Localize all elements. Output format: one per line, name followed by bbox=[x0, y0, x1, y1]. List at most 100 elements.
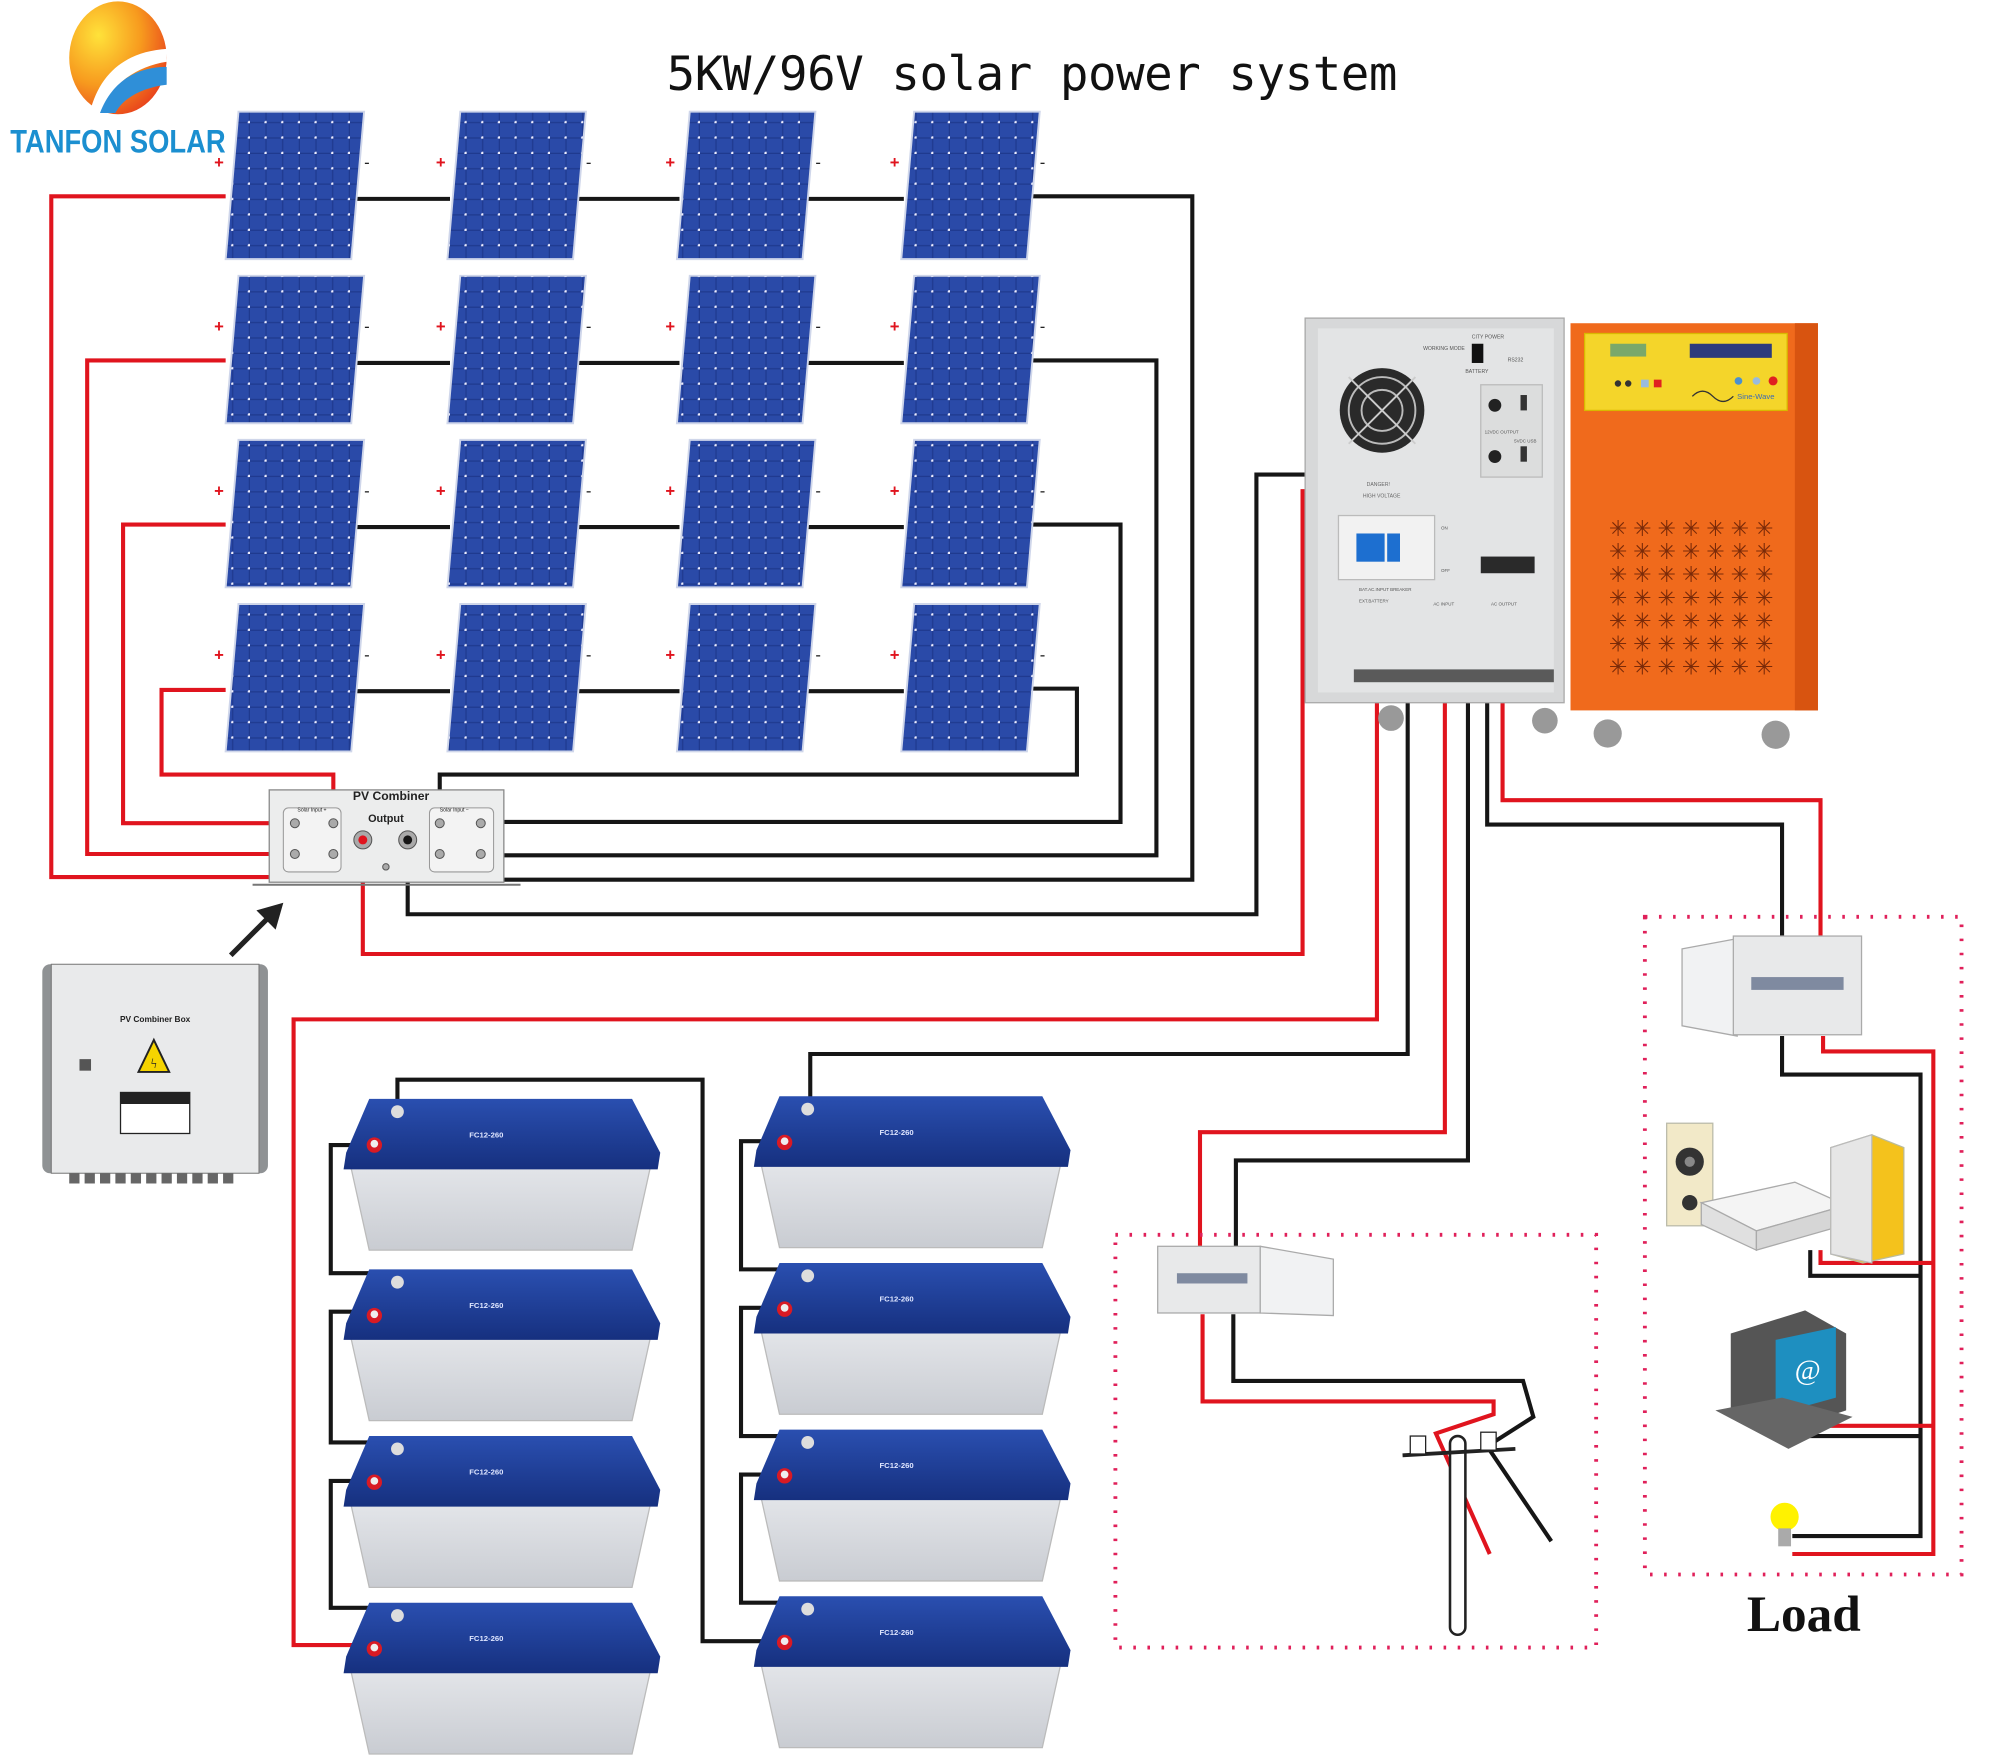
solar-panel: +- bbox=[214, 274, 370, 425]
terminal-post bbox=[370, 1139, 379, 1148]
control-button[interactable] bbox=[1641, 379, 1649, 388]
vent-slot: ✳ bbox=[1706, 609, 1724, 633]
ac-output-label: AC OUTPUT bbox=[1491, 601, 1517, 606]
battery: FC12-260 bbox=[343, 1098, 661, 1251]
battery-lid bbox=[343, 1602, 661, 1674]
battery-case bbox=[349, 1332, 653, 1422]
sine-wave-label: Sine-Wave bbox=[1737, 392, 1774, 401]
negative-terminal-label: - bbox=[586, 481, 592, 500]
wheel-icon bbox=[1593, 719, 1622, 748]
terminal-post bbox=[780, 1470, 789, 1479]
ext-battery-label: EXT.BATTERY bbox=[1359, 599, 1389, 604]
positive-terminal-label: + bbox=[665, 645, 675, 664]
battery-model-label: FC12-260 bbox=[469, 1634, 503, 1643]
vent-slot: ✳ bbox=[1755, 540, 1773, 564]
vent-grid: ✳✳✳✳✳✳✳✳✳✳✳✳✳✳✳✳✳✳✳✳✳✳✳✳✳✳✳✳✳✳✳✳✳✳✳✳✳✳✳✳… bbox=[1609, 517, 1773, 679]
vent-slot: ✳ bbox=[1609, 656, 1627, 680]
solar-panel-cells bbox=[900, 603, 1041, 753]
pv-combiner: PV Combiner Solar Input + Solar Input − … bbox=[252, 789, 521, 886]
battery-model-label: FC12-260 bbox=[879, 1128, 913, 1137]
positive-terminal-label: + bbox=[436, 317, 446, 336]
working-mode-label: WORKING MODE bbox=[1423, 346, 1465, 352]
arrow-icon bbox=[228, 902, 284, 958]
breaker-switch[interactable] bbox=[1356, 533, 1385, 562]
terminal bbox=[434, 818, 445, 829]
battery: FC12-260 bbox=[343, 1436, 661, 1588]
cable-gland bbox=[176, 1173, 188, 1184]
computer-icon: @ bbox=[1715, 1310, 1853, 1449]
solar-panel-cells bbox=[446, 110, 587, 261]
battery-lid bbox=[343, 1436, 661, 1507]
terminal-post bbox=[370, 1310, 379, 1319]
grid-distribution-box bbox=[1157, 1245, 1334, 1317]
terminal bbox=[328, 849, 339, 860]
wheel-icon bbox=[1532, 707, 1558, 734]
battery-case bbox=[759, 1326, 1063, 1415]
battery-lid bbox=[753, 1096, 1071, 1167]
load-audio-wire bbox=[1808, 1250, 1921, 1278]
battery: FC12-260 bbox=[753, 1096, 1071, 1249]
negative-terminal-label: - bbox=[364, 645, 370, 664]
battery-case bbox=[759, 1159, 1063, 1249]
vent-slot: ✳ bbox=[1658, 586, 1676, 610]
solar-panel-cells bbox=[675, 603, 817, 753]
solar-panel: +- bbox=[665, 438, 821, 589]
vent-slot: ✳ bbox=[1609, 517, 1627, 541]
grid-section bbox=[1113, 1232, 1599, 1650]
control-button[interactable] bbox=[1752, 377, 1761, 385]
vent-slot: ✳ bbox=[1658, 632, 1676, 656]
solar-panel: +- bbox=[890, 110, 1045, 261]
power-button[interactable] bbox=[1768, 376, 1778, 386]
positive-terminal-label: + bbox=[890, 481, 900, 500]
load-label: Load bbox=[1747, 1586, 1861, 1643]
solar-panel: +- bbox=[214, 110, 370, 261]
negative-terminal bbox=[391, 1442, 404, 1456]
vent-slot: ✳ bbox=[1706, 540, 1724, 564]
negative-terminal-label: - bbox=[1040, 645, 1046, 664]
lightning-glyph: ϟ bbox=[151, 1056, 157, 1072]
battery-mode-label: BATTERY bbox=[1465, 369, 1489, 375]
at-sign-glyph: @ bbox=[1795, 1356, 1821, 1387]
wheel-icon bbox=[1378, 705, 1404, 731]
vent-slot: ✳ bbox=[1682, 656, 1700, 680]
string2-negative-wire bbox=[480, 358, 1159, 858]
usb-port[interactable] bbox=[1520, 446, 1527, 462]
vent-slot: ✳ bbox=[1682, 563, 1700, 587]
terminal bbox=[475, 818, 486, 829]
load-positive-wire bbox=[1500, 673, 1823, 943]
battery: FC12-260 bbox=[343, 1269, 661, 1422]
battery-lid bbox=[753, 1596, 1071, 1667]
solar-panel-cells bbox=[446, 603, 587, 753]
vent-slot: ✳ bbox=[1731, 609, 1749, 633]
solar-panel-cells bbox=[900, 110, 1041, 261]
negative-terminal bbox=[801, 1269, 815, 1283]
battery: FC12-260 bbox=[753, 1596, 1071, 1749]
usb-port[interactable] bbox=[1520, 395, 1527, 411]
control-button[interactable] bbox=[1734, 377, 1743, 385]
warning-icon bbox=[136, 1037, 171, 1073]
negative-terminal-label: - bbox=[815, 481, 821, 500]
vent-slot: ✳ bbox=[1706, 632, 1724, 656]
vent-slot: ✳ bbox=[1609, 540, 1627, 564]
negative-terminal-label: - bbox=[364, 481, 370, 500]
vent-slot: ✳ bbox=[1755, 656, 1773, 680]
solar-panel: +- bbox=[665, 110, 821, 261]
solar-panel-cells bbox=[224, 110, 366, 261]
cable-gland bbox=[192, 1173, 203, 1184]
battery-model-label: FC12-260 bbox=[879, 1294, 913, 1303]
mode-switch[interactable] bbox=[1471, 343, 1484, 363]
vent-slot: ✳ bbox=[1731, 517, 1749, 541]
pole-negative-wire bbox=[1231, 1314, 1553, 1543]
string3-positive-wire bbox=[121, 522, 295, 826]
solar-panel-cells bbox=[675, 274, 817, 425]
vent-slot: ✳ bbox=[1633, 632, 1651, 656]
terminal-post bbox=[370, 1477, 379, 1485]
vent-slot: ✳ bbox=[1633, 586, 1651, 610]
vent-slot: ✳ bbox=[1706, 656, 1724, 680]
terminal-post bbox=[780, 1637, 789, 1646]
breaker-switch[interactable] bbox=[1387, 533, 1400, 562]
terminal-post bbox=[780, 1137, 789, 1146]
control-button[interactable] bbox=[1653, 379, 1662, 388]
vent-slot: ✳ bbox=[1609, 563, 1627, 587]
vent-slot: ✳ bbox=[1633, 540, 1651, 564]
